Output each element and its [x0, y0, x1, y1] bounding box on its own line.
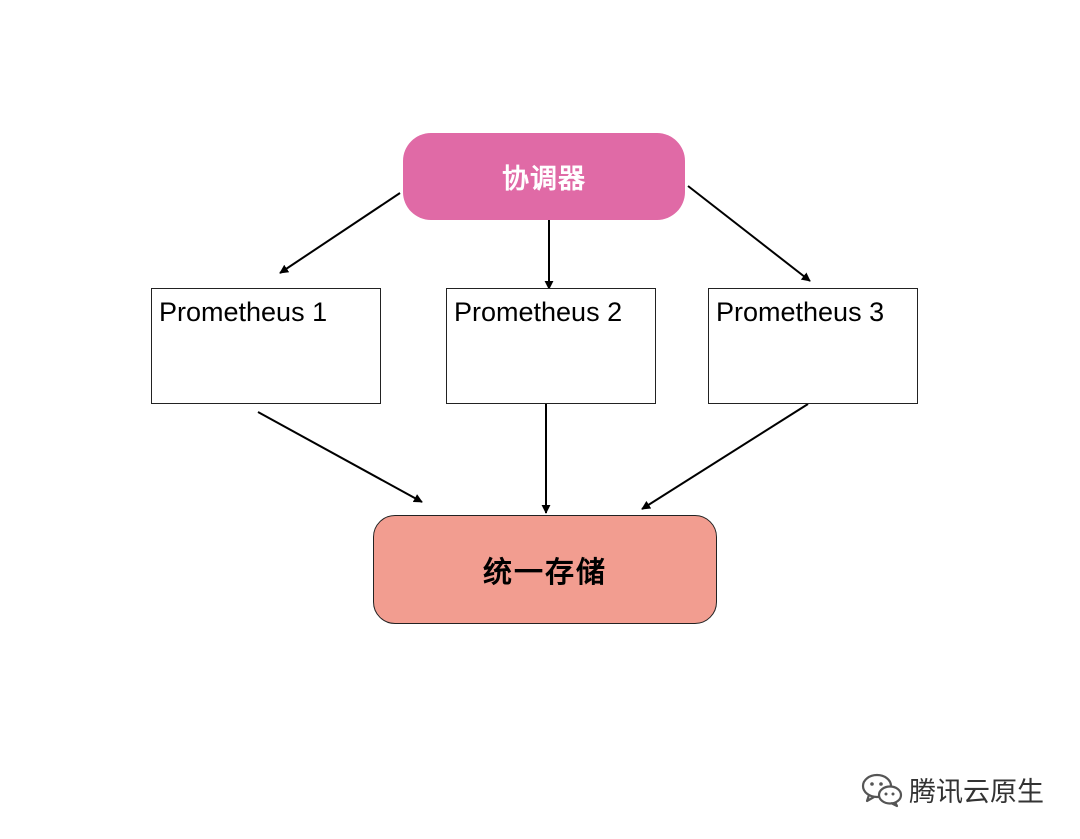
- coordinator-label: 协调器: [502, 164, 586, 195]
- prometheus-3-node: Prometheus 3: [708, 288, 918, 404]
- prometheus-1-label: Prometheus 1: [159, 297, 328, 327]
- storage-label: 统一存储: [482, 554, 607, 589]
- prometheus-2-node: Prometheus 2: [446, 288, 656, 404]
- watermark-text: 腾讯云原生: [909, 777, 1044, 808]
- prometheus-1-node: Prometheus 1: [151, 288, 381, 404]
- wechat-icon: [861, 773, 903, 807]
- edge-prometheus-3-to-storage: [641, 403, 809, 510]
- storage-node: 统一存储: [373, 515, 717, 624]
- prometheus-2-label: Prometheus 2: [454, 297, 623, 327]
- edge-prometheus-1-to-storage: [257, 411, 423, 503]
- edge-coordinator-to-prometheus-3: [687, 185, 811, 282]
- watermark: 腾讯云原生: [861, 770, 1044, 809]
- edge-coordinator-to-prometheus-1: [279, 192, 401, 274]
- prometheus-3-label: Prometheus 3: [716, 297, 885, 327]
- coordinator-node: 协调器: [403, 133, 685, 220]
